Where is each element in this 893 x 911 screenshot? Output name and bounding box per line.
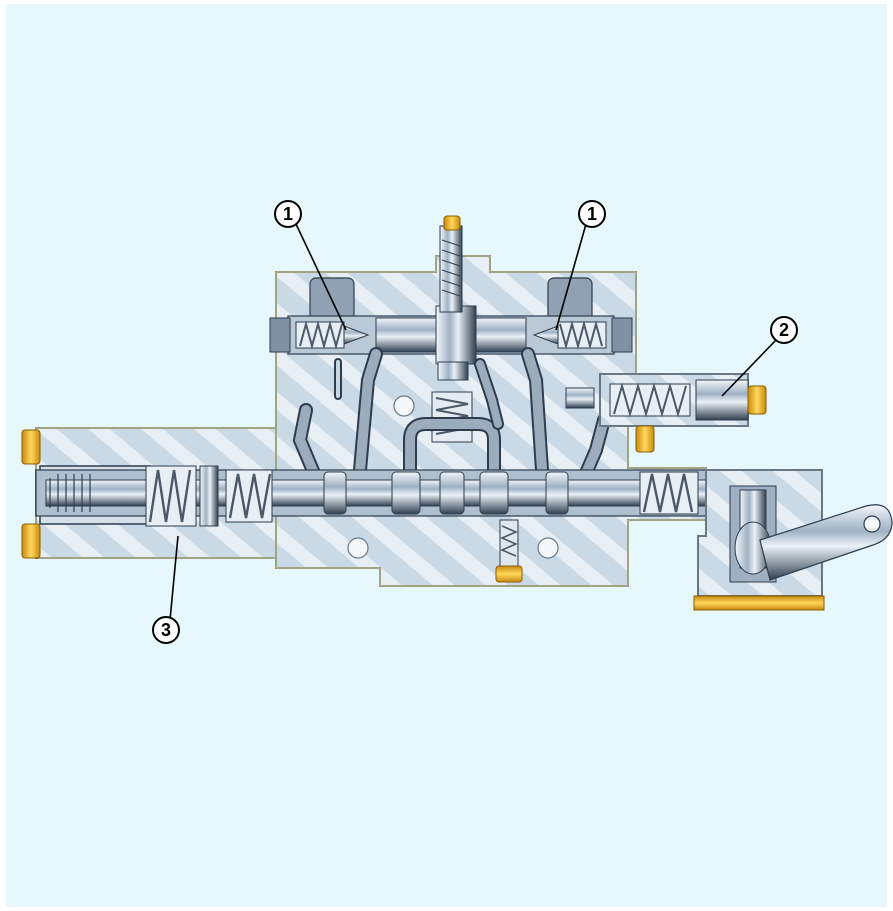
bottom-check-valve xyxy=(495,519,523,583)
callout-3-label: 3 xyxy=(161,620,171,640)
hex-plug-icon xyxy=(21,429,41,559)
lever-arm-icon xyxy=(759,504,893,581)
callout-2-label: 2 xyxy=(779,320,789,340)
callout-1-left: 1 xyxy=(274,200,347,331)
callout-1-right: 1 xyxy=(555,200,606,331)
coil-spring-icon xyxy=(532,320,607,350)
callout-1-right-label: 1 xyxy=(587,204,597,224)
oil-passages xyxy=(292,347,611,485)
relief-valve xyxy=(565,373,767,427)
main-spool xyxy=(35,469,709,517)
coil-spring-icon xyxy=(639,471,699,515)
coil-spring-icon xyxy=(295,320,370,350)
callout-2: 2 xyxy=(721,316,798,397)
callout-3: 3 xyxy=(152,535,180,644)
callout-1-left-label: 1 xyxy=(283,204,293,224)
coil-spring-icon xyxy=(145,465,273,527)
